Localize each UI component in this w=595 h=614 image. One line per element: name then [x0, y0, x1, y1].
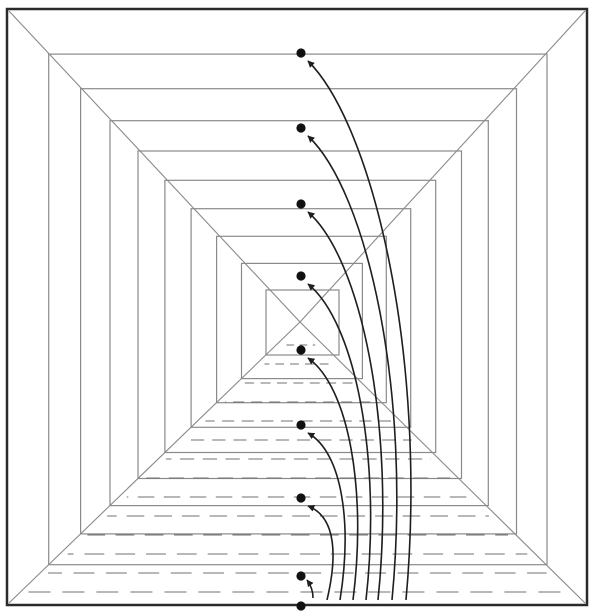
- corner-diagonal-line: [9, 322, 300, 603]
- rising-arrow: [307, 580, 313, 598]
- end-dot: [296, 493, 305, 502]
- rising-arrows: [307, 61, 411, 600]
- end-dot: [296, 199, 305, 208]
- end-dot: [296, 601, 305, 610]
- corner-diagonal-line: [300, 11, 585, 322]
- corner-diagonal-line: [300, 322, 585, 603]
- end-dot: [296, 571, 305, 580]
- end-dots: [296, 48, 305, 610]
- end-dot: [296, 420, 305, 429]
- end-dot: [296, 48, 305, 57]
- corner-diagonals: [9, 11, 585, 603]
- nested-frame: [81, 89, 517, 534]
- corner-diagonal-line: [9, 11, 300, 322]
- rising-arrow: [308, 284, 371, 600]
- floor-dashes: [28, 345, 565, 592]
- end-dot: [296, 345, 305, 354]
- end-dot: [296, 123, 305, 132]
- end-dot: [296, 271, 305, 280]
- rising-arrow: [308, 506, 333, 600]
